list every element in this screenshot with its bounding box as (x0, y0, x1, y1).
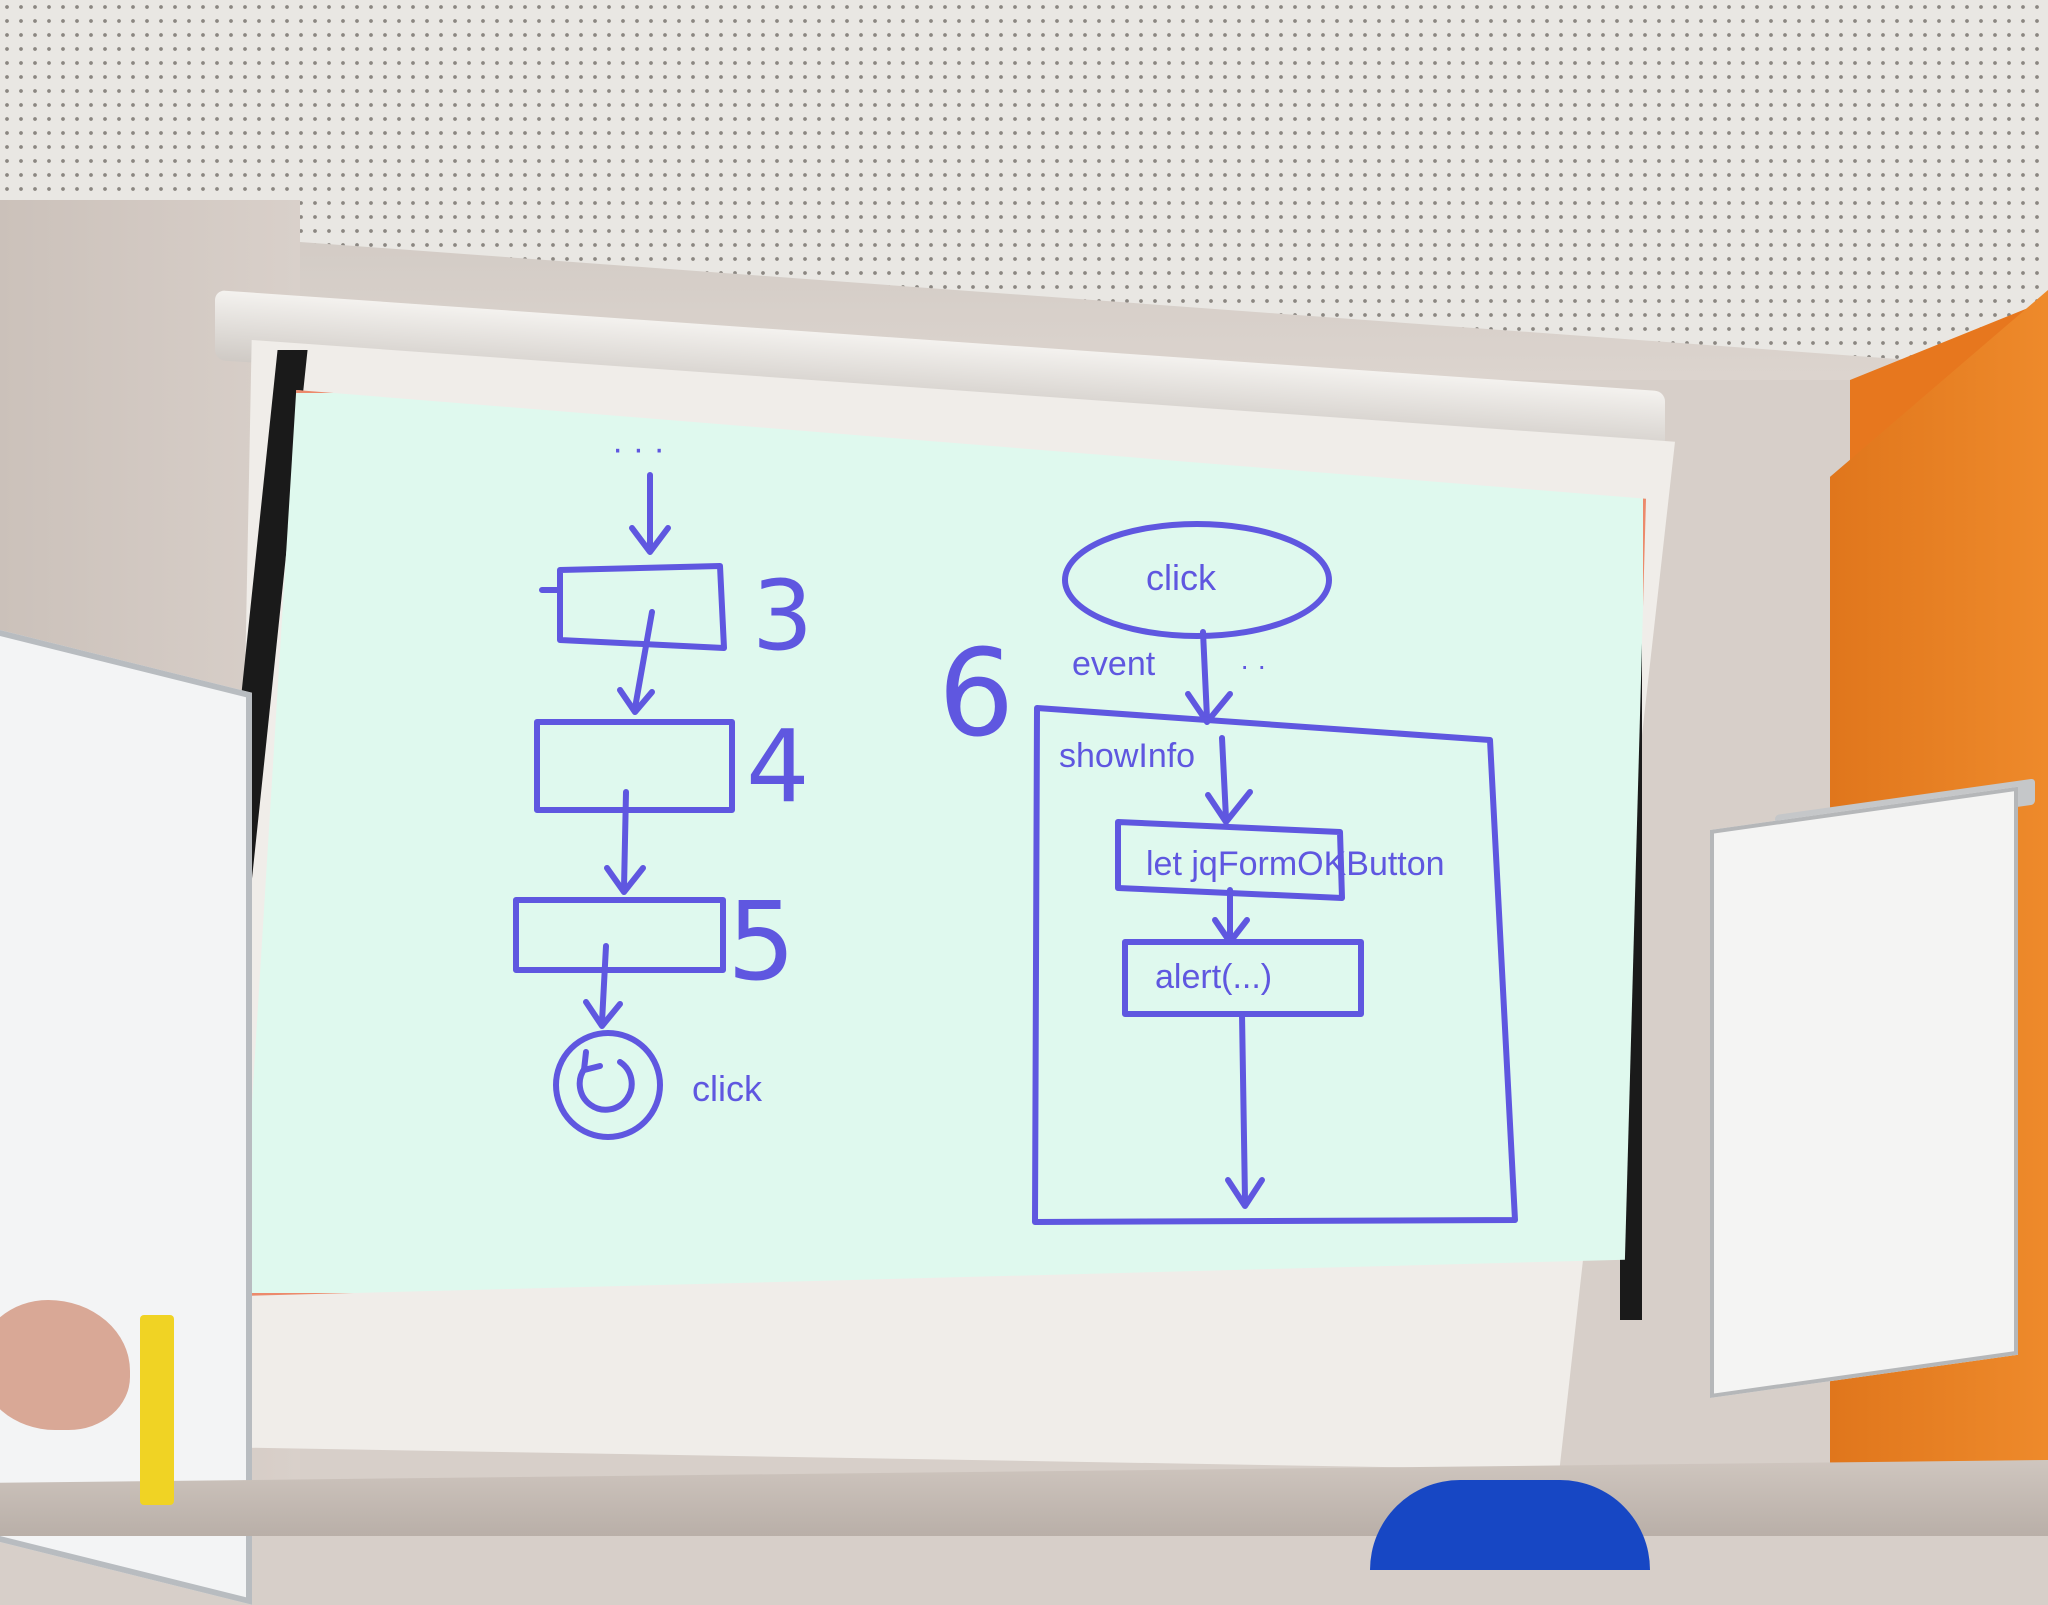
click-ellipse (1062, 521, 1332, 639)
arrow-alert-end-head (1225, 1177, 1265, 1209)
yellow-sticker (140, 1315, 174, 1505)
arrow-top-head (629, 525, 671, 555)
projected-slide (240, 390, 1646, 1296)
top-ellipsis: · · · (612, 430, 665, 468)
arrow-5-click (599, 943, 609, 1025)
let-box (1115, 819, 1345, 901)
refresh-icon (576, 1059, 635, 1113)
arrow-3-4-head (617, 687, 655, 715)
arrow-fn-let-head (1205, 789, 1253, 825)
click-circle (553, 1030, 663, 1140)
box-5 (513, 897, 726, 973)
arrow-4-5 (621, 789, 629, 891)
flipchart (1710, 786, 2018, 1398)
blue-chair (1370, 1480, 1650, 1570)
statement-let: let jqFormOKButton (1146, 845, 1445, 883)
step-number-5: 5 (727, 880, 796, 1005)
whiteboard-left (0, 620, 252, 1605)
step-number-3: 3 (752, 560, 814, 672)
statement-alert: alert(...) (1155, 958, 1273, 996)
click-ellipse-label: click (1146, 557, 1216, 598)
function-name-label: showInfo (1059, 737, 1196, 775)
box-4 (534, 719, 735, 813)
arrow-4-5-head (604, 865, 646, 895)
arrow-5-click-head (583, 999, 623, 1029)
arrow-event (1200, 629, 1210, 721)
box-3 (539, 563, 727, 651)
arrow-3-4 (632, 609, 655, 711)
right-ellipsis: · · (1240, 650, 1267, 681)
step-number-6: 6 (938, 625, 1015, 764)
refresh-icon-head (580, 1049, 603, 1074)
arrow-fn-let (1219, 735, 1229, 821)
click-label: click (692, 1068, 762, 1109)
event-label: event (1072, 645, 1156, 683)
diagram-strokes (513, 472, 1518, 1225)
function-box (1032, 705, 1518, 1225)
arrow-alert-end (1239, 1011, 1248, 1203)
step-number-4: 4 (746, 708, 810, 825)
